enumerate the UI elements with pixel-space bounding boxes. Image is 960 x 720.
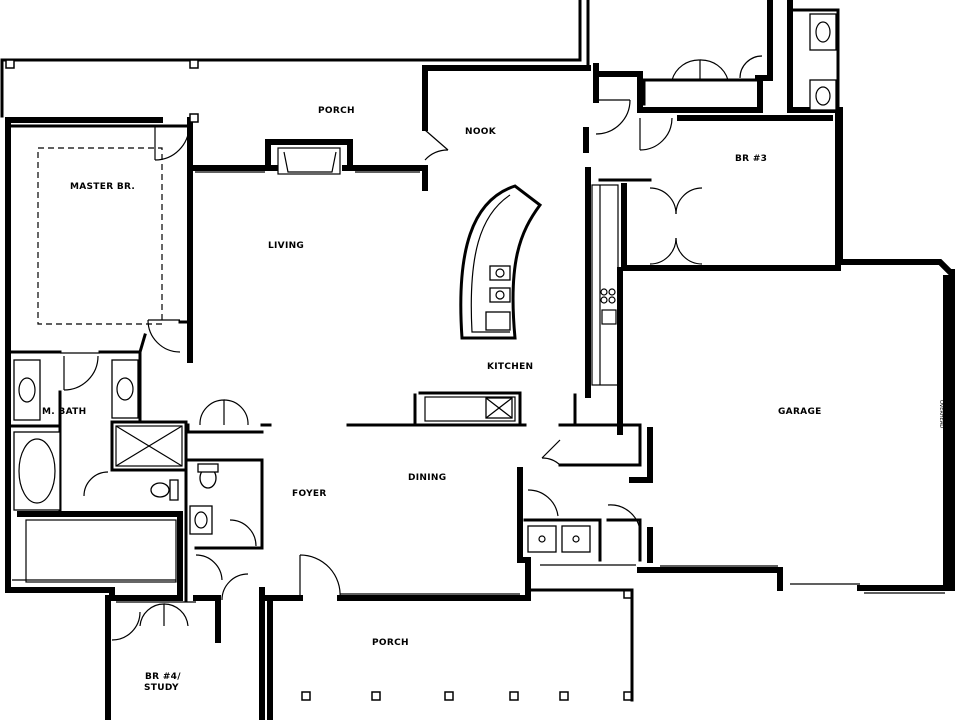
label-dining: DINING: [408, 473, 446, 483]
porch-posts: [5, 59, 633, 701]
kitchen-counter: [591, 184, 619, 386]
lower-porch: [526, 588, 634, 702]
master-bath-fixtures: [13, 359, 219, 583]
room-labels: PORCH NOOK BR #3 MASTER BR. LIVING KITCH…: [42, 106, 944, 693]
dining-counter: [424, 396, 516, 422]
label-living: LIVING: [268, 241, 304, 251]
label-master-br: MASTER BR.: [70, 182, 135, 192]
label-nook: NOOK: [465, 127, 497, 137]
laundry-appliances: [527, 525, 591, 553]
label-kitchen: KITCHEN: [487, 362, 533, 372]
label-foyer: FOYER: [292, 489, 327, 499]
windows: [12, 120, 946, 603]
label-br3: BR #3: [735, 154, 767, 164]
label-br4-line2: STUDY: [144, 683, 179, 693]
label-br4-line1: BR #4/: [145, 672, 181, 682]
label-porch-top: PORCH: [318, 106, 355, 116]
label-garage-door: OVERHEAD: [938, 400, 944, 428]
label-m-bath: M. BATH: [42, 407, 86, 417]
fireplace: [265, 139, 353, 175]
label-garage: GARAGE: [778, 407, 822, 417]
kitchen-island: [459, 184, 543, 340]
br3-bath-fixtures: [809, 13, 837, 111]
label-porch-bottom: PORCH: [372, 638, 409, 648]
door-swings: [63, 55, 763, 641]
master-rug: [37, 147, 163, 325]
